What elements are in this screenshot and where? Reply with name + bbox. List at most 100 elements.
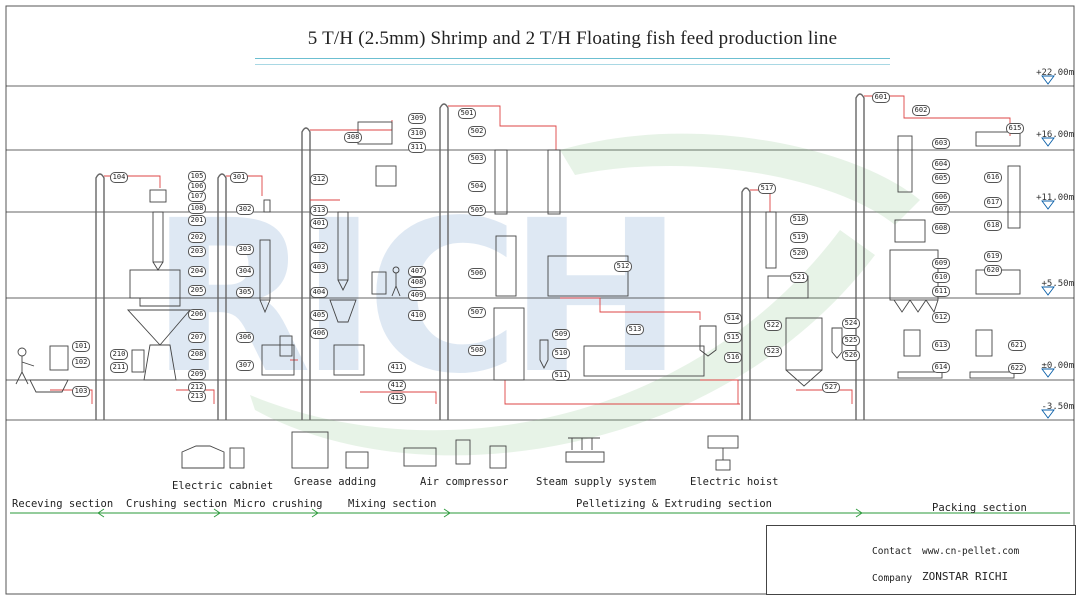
equipment-tag: 618: [984, 220, 1002, 231]
equipment-tag: 410: [408, 310, 426, 321]
equipment-tag: 613: [932, 340, 950, 351]
equipment-tag: 405: [310, 310, 328, 321]
equipment-tag: 608: [932, 223, 950, 234]
equipment-tag: 103: [72, 386, 90, 397]
equipment-tag: 515: [724, 332, 742, 343]
equipment-tag: 209: [188, 369, 206, 380]
equipment-tag: 522: [764, 320, 782, 331]
contact-label: Contact: [872, 546, 913, 557]
equipment-tag: 502: [468, 126, 486, 137]
aux-steam-supply-label: Steam supply system: [536, 476, 657, 488]
level-label: +22.00m: [1036, 68, 1074, 78]
equipment-tag: 503: [468, 153, 486, 164]
equipment-tag: 601: [872, 92, 890, 103]
equipment-tag: 303: [236, 244, 254, 255]
equipment-tag: 607: [932, 204, 950, 215]
equipment-tag: 204: [188, 266, 206, 277]
equipment-tag: 409: [408, 290, 426, 301]
title-underline: [255, 58, 890, 59]
contact-value: www.cn-pellet.com: [922, 546, 1020, 557]
equipment-tag: 101: [72, 341, 90, 352]
equipment-tag: 201: [188, 215, 206, 226]
equipment-tag: 211: [110, 362, 128, 373]
equipment-tag: 506: [468, 268, 486, 279]
equipment-tag: 516: [724, 352, 742, 363]
equipment-tag: 602: [912, 105, 930, 116]
equipment-tag: 205: [188, 285, 206, 296]
section-pelletizing: Pelletizing & Extruding section: [576, 498, 772, 510]
title-block: [766, 525, 1076, 595]
aux-air-compressor-label: Air compressor: [420, 476, 509, 488]
equipment-tag: 206: [188, 309, 206, 320]
equipment-tag: 313: [310, 205, 328, 216]
equipment-tag: 104: [110, 172, 128, 183]
company-value: ZONSTAR RICHI: [922, 570, 1009, 583]
company-label: Company: [872, 573, 913, 584]
equipment-tag: 606: [932, 192, 950, 203]
equipment-tag: 411: [388, 362, 406, 373]
equipment-tag: 107: [188, 191, 206, 202]
aux-grease-adding-label: Grease adding: [294, 476, 377, 488]
equipment-tag: 207: [188, 332, 206, 343]
level-label: +11.00m: [1036, 193, 1074, 203]
equipment-tag: 524: [842, 318, 860, 329]
section-packing: Packing section: [932, 502, 1027, 514]
equipment-tag: 501: [458, 108, 476, 119]
equipment-tag: 521: [790, 272, 808, 283]
equipment-tag: 308: [344, 132, 362, 143]
equipment-tag: 612: [932, 312, 950, 323]
equipment-tag: 621: [1008, 340, 1026, 351]
equipment-tag: 108: [188, 203, 206, 214]
equipment-tag: 406: [310, 328, 328, 339]
equipment-tag: 213: [188, 391, 206, 402]
equipment-tag: 603: [932, 138, 950, 149]
equipment-tag: 302: [236, 204, 254, 215]
level-label: +16.00m: [1036, 130, 1074, 140]
equipment-tag: 609: [932, 258, 950, 269]
equipment-tag: 203: [188, 246, 206, 257]
equipment-tag: 605: [932, 173, 950, 184]
equipment-tag: 620: [984, 265, 1002, 276]
equipment-tag: 311: [408, 142, 426, 153]
equipment-tag: 403: [310, 262, 328, 273]
equipment-tag: 310: [408, 128, 426, 139]
equipment-tag: 527: [822, 382, 840, 393]
equipment-tag: 511: [552, 370, 570, 381]
equipment-tag: 512: [614, 261, 632, 272]
equipment-tag: 309: [408, 113, 426, 124]
equipment-tag: 307: [236, 360, 254, 371]
section-crushing: Crushing section: [126, 498, 228, 510]
equipment-tag: 523: [764, 346, 782, 357]
level-label: -3.50m: [1041, 402, 1074, 412]
equipment-tag: 102: [72, 357, 90, 368]
aux-electric-cabinet-label: Electric cabniet: [172, 480, 274, 492]
equipment-tag: 611: [932, 286, 950, 297]
equipment-tag: 306: [236, 332, 254, 343]
section-receiving: Receving section: [12, 498, 114, 510]
equipment-tag: 305: [236, 287, 254, 298]
level-label: ±0.00m: [1041, 361, 1074, 371]
diagram-title: 5 T/H (2.5mm) Shrimp and 2 T/H Floating …: [307, 28, 838, 49]
equipment-tag: 408: [408, 277, 426, 288]
equipment-tag: 616: [984, 172, 1002, 183]
section-mixing: Mixing section: [348, 498, 437, 510]
equipment-tag: 210: [110, 349, 128, 360]
section-micro-crushing: Micro crushing: [234, 498, 323, 510]
equipment-tag: 617: [984, 197, 1002, 208]
equipment-tag: 604: [932, 159, 950, 170]
equipment-tag: 513: [626, 324, 644, 335]
equipment-tag: 404: [310, 287, 328, 298]
equipment-tag: 507: [468, 307, 486, 318]
equipment-tag: 514: [724, 313, 742, 324]
equipment-tag: 401: [310, 218, 328, 229]
equipment-tag: 610: [932, 272, 950, 283]
equipment-tag: 509: [552, 329, 570, 340]
equipment-tag: 518: [790, 214, 808, 225]
equipment-tag: 526: [842, 350, 860, 361]
equipment-tag: 301: [230, 172, 248, 183]
equipment-tag: 312: [310, 174, 328, 185]
aux-electric-hoist-label: Electric hoist: [690, 476, 779, 488]
equipment-tag: 412: [388, 380, 406, 391]
equipment-tag: 622: [1008, 363, 1026, 374]
